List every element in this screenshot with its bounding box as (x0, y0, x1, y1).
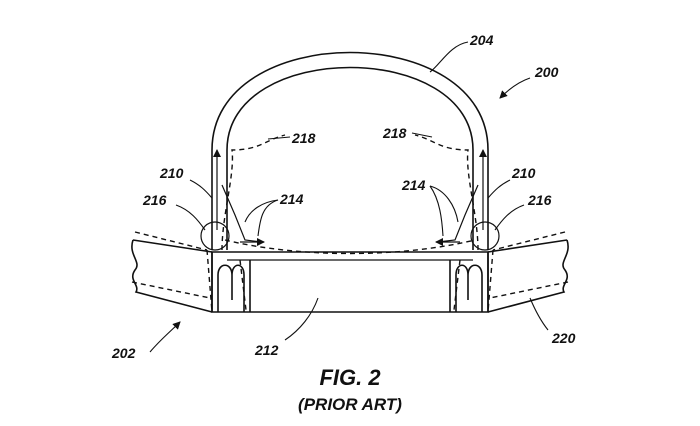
base-member (211, 251, 489, 313)
label-216-right: 216 (527, 192, 552, 208)
left-clip-deflection-dashed (206, 249, 247, 313)
left-panel (131, 239, 213, 313)
leader-210-right (487, 179, 511, 199)
label-202: 202 (111, 345, 136, 361)
right-flared-wall (437, 184, 479, 243)
label-214-left: 214 (279, 191, 304, 207)
leader-214-right-a (429, 185, 459, 223)
right-panel-dashed (489, 231, 569, 299)
leader-202 (149, 321, 181, 353)
label-220: 220 (551, 330, 576, 346)
label-218-left: 218 (291, 130, 316, 146)
label-218-right: 218 (382, 125, 407, 141)
label-200: 200 (534, 64, 559, 80)
right-panel (487, 239, 569, 313)
deformed-arch-left-dashed (221, 134, 286, 251)
label-214-right: 214 (401, 177, 426, 193)
left-flared-wall (221, 184, 263, 243)
leader-214-right-b (429, 185, 444, 237)
label-210-right: 210 (511, 165, 536, 181)
figure-subtitle: (PRIOR ART) (298, 395, 402, 414)
leader-210-left (189, 179, 213, 199)
left-clip (211, 252, 251, 312)
label-212: 212 (254, 342, 279, 358)
arch-outer-curve (211, 51, 489, 250)
floor-deflection-dashed (224, 239, 476, 255)
leader-218-right (411, 132, 433, 138)
leader-214-left-a (244, 199, 279, 223)
right-clip-deflection-dashed (453, 249, 494, 313)
leader-218-left (267, 136, 291, 140)
arch-inner-curve (226, 66, 474, 250)
figure-title: FIG. 2 (319, 365, 381, 390)
leader-200 (499, 77, 531, 99)
leader-214-left-b (257, 199, 279, 237)
leader-216-right (494, 204, 525, 231)
label-210-left: 210 (159, 165, 184, 181)
label-216-left: 216 (142, 192, 167, 208)
leader-220 (529, 297, 549, 331)
left-panel-dashed (131, 231, 211, 299)
leader-216-left (175, 204, 206, 231)
label-204: 204 (469, 32, 494, 48)
right-detail-circle (470, 221, 500, 251)
right-clip (449, 252, 489, 312)
left-detail-circle (200, 221, 230, 251)
leader-204 (429, 41, 469, 73)
deformed-arch-right-dashed (414, 134, 479, 251)
leader-212 (284, 297, 319, 341)
